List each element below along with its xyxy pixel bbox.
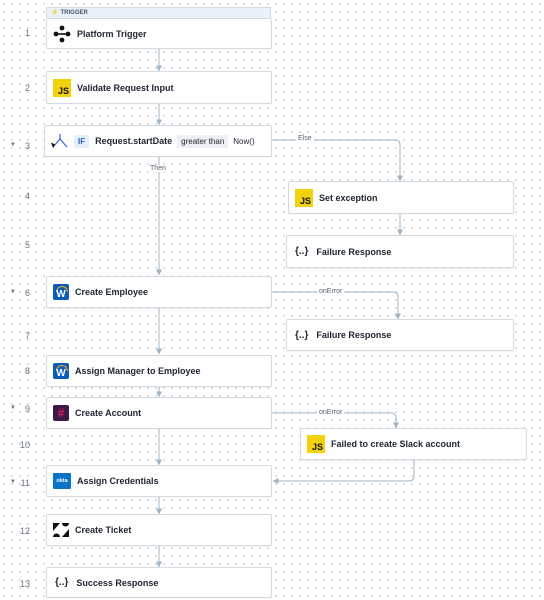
javascript-icon: JS [53, 78, 71, 97]
braces-icon: {..} [55, 577, 69, 588]
branch-icon [51, 133, 69, 149]
collapse-caret-icon[interactable]: ▼ [10, 289, 16, 295]
platform-trigger-node[interactable]: Platform Trigger [46, 18, 272, 49]
collapse-caret-icon[interactable]: ▼ [10, 142, 16, 148]
condition-right-operand: Now() [233, 136, 255, 146]
braces-icon: {..} [295, 246, 309, 257]
edge-10-11 [272, 460, 415, 484]
condition-left-operand: Request.startDate [95, 136, 173, 146]
success-response-node[interactable]: {..} Success Response [46, 567, 272, 598]
node-label: Create Employee [75, 287, 149, 297]
node-label: Validate Request Input [77, 82, 174, 93]
if-badge: IF [74, 134, 90, 148]
workday-icon: W [53, 363, 69, 379]
condition-node[interactable]: IF Request.startDate greater than Now() [44, 125, 272, 157]
node-label: Failed to create Slack account [331, 439, 461, 449]
node-label: Assign Manager to Employee [75, 366, 201, 376]
workday-icon: W [53, 284, 69, 300]
failure-response-node[interactable]: {..} Failure Response [286, 319, 514, 351]
onerror-edge-label: onError [317, 288, 345, 295]
okta-icon: okta [53, 473, 71, 489]
failed-slack-account-node[interactable]: JS Failed to create Slack account [300, 428, 527, 460]
node-label: Create Account [75, 408, 142, 418]
edge-else [272, 139, 403, 182]
node-label: Success Response [76, 577, 159, 588]
node-label: Failure Response [316, 246, 392, 257]
edge-onerror-1 [272, 291, 401, 320]
slack-icon: # [53, 405, 69, 421]
platform-trigger-icon [53, 25, 71, 43]
then-edge-label: Then [148, 165, 168, 172]
create-account-node[interactable]: # Create Account [46, 397, 272, 429]
condition-operator: greater than [177, 134, 229, 148]
else-edge-label: Else [296, 135, 314, 142]
braces-icon: {..} [295, 329, 309, 341]
bolt-icon: ⚡ [51, 10, 59, 16]
node-label: Platform Trigger [77, 28, 147, 39]
javascript-icon: JS [295, 188, 313, 207]
collapse-caret-icon[interactable]: ▼ [10, 479, 16, 485]
failure-response-node[interactable]: {..} Failure Response [286, 235, 514, 268]
create-ticket-node[interactable]: Create Ticket [46, 514, 272, 546]
set-exception-node[interactable]: JS Set exception [288, 181, 514, 214]
zendesk-icon [53, 523, 69, 537]
onerror-edge-label: onError [317, 409, 345, 416]
javascript-icon: JS [307, 435, 325, 453]
validate-request-input-node[interactable]: JS Validate Request Input [46, 71, 272, 104]
assign-manager-node[interactable]: W Assign Manager to Employee [46, 355, 272, 387]
node-label: Create Ticket [75, 525, 132, 535]
collapse-caret-icon[interactable]: ▼ [10, 405, 16, 411]
node-label: Assign Credentials [77, 476, 159, 486]
edge-onerror-2 [272, 412, 399, 429]
node-label: Failure Response [316, 330, 392, 340]
assign-credentials-node[interactable]: okta Assign Credentials [46, 465, 272, 497]
trigger-header: ⚡TRIGGER [46, 7, 271, 18]
create-employee-node[interactable]: W Create Employee [46, 276, 272, 308]
node-label: Set exception [319, 192, 378, 203]
